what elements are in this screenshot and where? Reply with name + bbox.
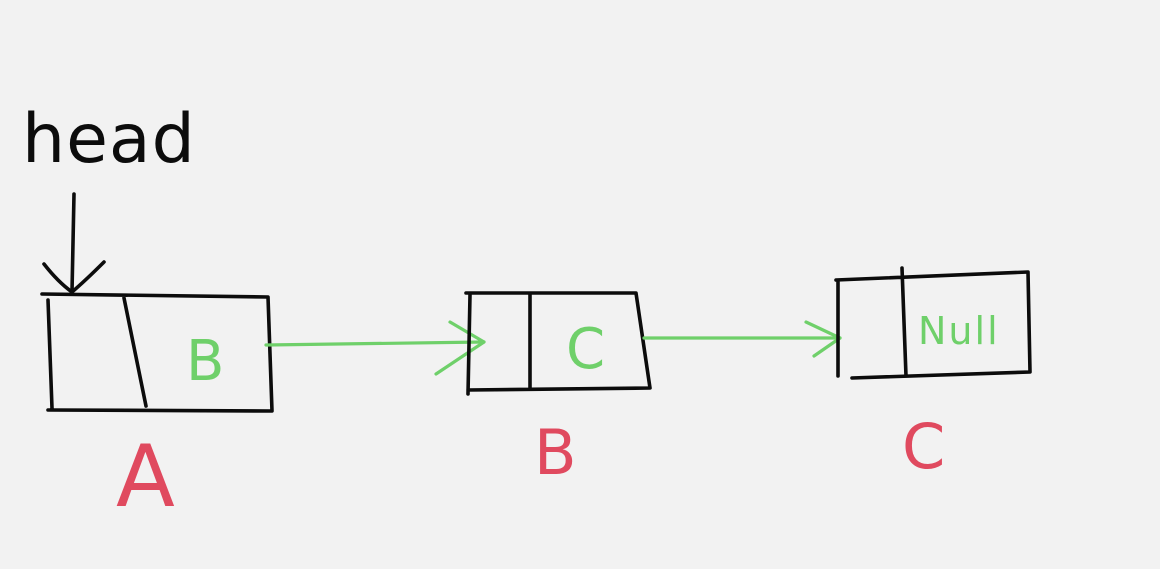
node-b-name: B <box>534 416 577 489</box>
node-a-name: A <box>116 427 175 527</box>
node-a-next-value: B <box>186 329 224 394</box>
node-a: B <box>40 292 274 413</box>
node-c: Null <box>834 266 1032 380</box>
node-b: C <box>464 291 652 396</box>
head-pointer-arrow <box>42 192 106 294</box>
head-label: head <box>22 100 196 179</box>
arrow-a-to-b <box>264 320 486 376</box>
node-c-box <box>834 266 1032 380</box>
node-c-next-value: Null <box>918 309 1000 353</box>
node-b-box <box>464 291 652 396</box>
node-a-box <box>40 292 274 413</box>
arrow-b-to-c <box>642 320 842 358</box>
node-c-name: C <box>902 410 945 483</box>
node-b-next-value: C <box>566 317 605 382</box>
